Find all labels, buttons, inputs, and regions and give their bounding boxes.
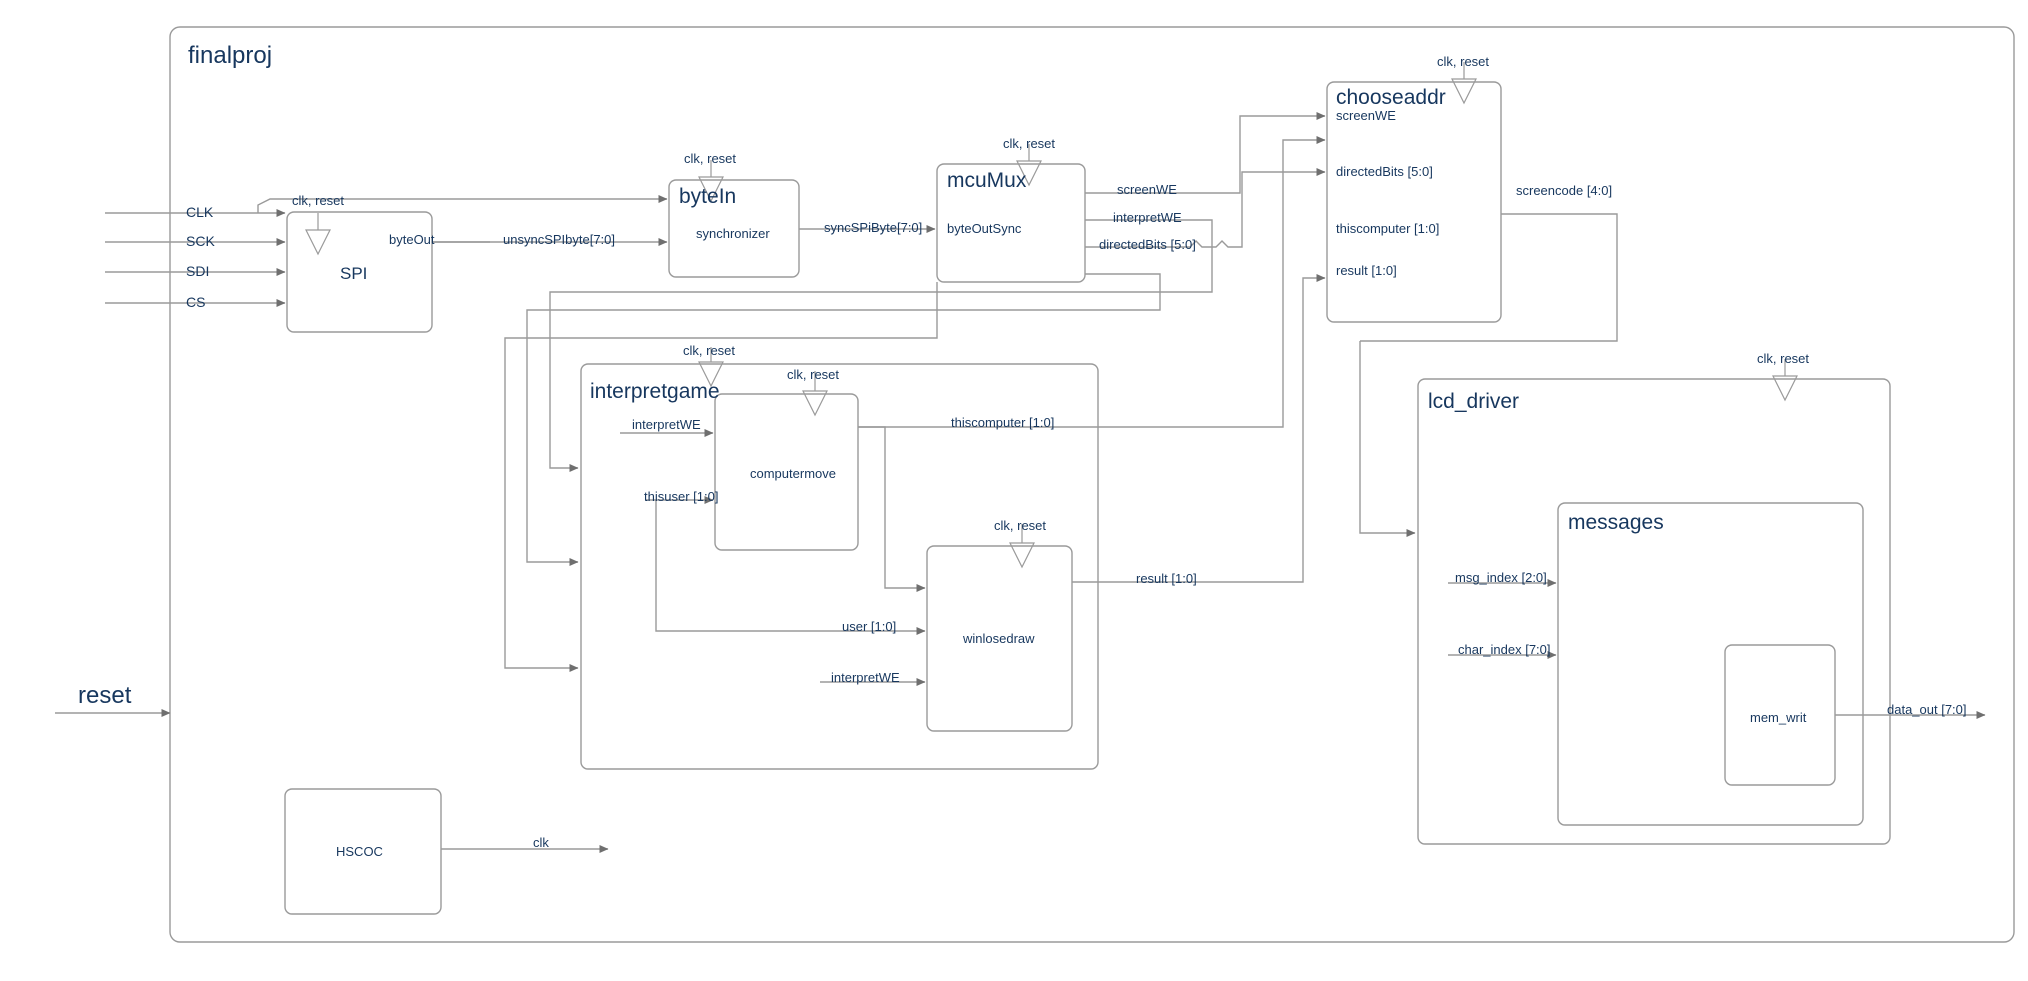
signal-directedbits-out: directedBits [5:0] xyxy=(1099,237,1196,252)
signal-interpretwe-out: interpretWE xyxy=(1113,210,1182,225)
signal-unsyncspibyte: unsyncSPIbyte[7:0] xyxy=(503,232,616,247)
bytein-clock-label: clk, reset xyxy=(684,151,737,166)
mcumux-block-title: mcuMux xyxy=(947,169,1027,192)
messages-box xyxy=(1557,502,1864,826)
screencode-route xyxy=(1360,213,1618,342)
lcd-driver-box xyxy=(1417,378,1891,845)
mem-writ-block-label: mem_writ xyxy=(1750,710,1807,725)
lcd-driver-clock-label: clk, reset xyxy=(1757,351,1810,366)
input-label-reset: reset xyxy=(78,682,132,709)
winlosedraw-box xyxy=(926,545,1073,732)
computermove-clock-label: clk, reset xyxy=(787,367,840,382)
finalproj-boundary xyxy=(169,26,2015,943)
chooseaddr-port-thiscomputer: thiscomputer [1:0] xyxy=(1336,221,1440,236)
wire-mcumux-fb1 xyxy=(526,273,1161,566)
hscoc-box xyxy=(284,788,442,915)
lcd-driver-block-title: lcd_driver xyxy=(1428,390,1520,413)
chooseaddr-port-directedbits: directedBits [5:0] xyxy=(1336,164,1433,179)
signal-thisuser: thisuser [1:0] xyxy=(644,489,719,504)
signal-screencode: screencode [4:0] xyxy=(1516,183,1613,198)
chooseaddr-port-screenwe: screenWE xyxy=(1336,108,1396,123)
chooseaddr-port-result: result [1:0] xyxy=(1336,263,1397,278)
signal-msg-index: msg_index [2:0] xyxy=(1455,570,1547,585)
interpretgame-block-title: interpretgame xyxy=(590,380,720,403)
messages-block-title: messages xyxy=(1568,511,1664,534)
signal-data-out: data_out [7:0] xyxy=(1887,702,1967,717)
winlosedraw-clock-label: clk, reset xyxy=(994,518,1047,533)
input-label-sck: SCK xyxy=(186,233,215,249)
signal-thiscomputer: thiscomputer [1:0] xyxy=(951,415,1055,430)
wire-screenwe xyxy=(1085,112,1326,194)
signal-interpretwe-cm: interpretWE xyxy=(632,417,701,432)
input-label-clk: CLK xyxy=(186,204,214,220)
signal-user: user [1:0] xyxy=(842,619,897,634)
computermove-box xyxy=(714,393,859,551)
wire-mcumux-fb2 xyxy=(504,282,938,672)
wire-screencode-lcd xyxy=(1359,341,1416,537)
wire-computermove-winlosedraw xyxy=(858,426,926,592)
signal-interpretwe-wld: interpretWE xyxy=(831,670,900,685)
mcumux-box xyxy=(936,163,1086,283)
spi-clock-label: clk, reset xyxy=(292,193,345,208)
mcumux-byteoutsync-port: byteOutSync xyxy=(947,221,1022,236)
input-label-sdi: SDI xyxy=(186,263,210,279)
signal-char-index: char_index [7:0] xyxy=(1458,642,1551,657)
wire-thiscomputer-to-chooseaddr xyxy=(858,136,1326,428)
wire-clkreset-bytein xyxy=(257,195,668,213)
computermove-block-label: computermove xyxy=(750,466,836,481)
spi-byteout-port: byteOut xyxy=(389,232,435,247)
wire-user xyxy=(655,500,926,635)
wire-interpretwe-a xyxy=(1085,219,1213,293)
input-label-cs: CS xyxy=(186,294,206,310)
wire-interpretwe-b xyxy=(549,291,1190,472)
hscoc-block-label: HSCOC xyxy=(336,844,383,859)
signal-screenwe-out: screenWE xyxy=(1117,182,1177,197)
signal-result: result [1:0] xyxy=(1136,571,1197,586)
mcumux-clock-label: clk, reset xyxy=(1003,136,1056,151)
chooseaddr-block-title: chooseaddr xyxy=(1336,86,1446,109)
interpretgame-box xyxy=(580,363,1099,770)
spi-block-label: SPI xyxy=(340,264,368,283)
spi-box xyxy=(286,211,433,333)
bytein-sub-label: synchronizer xyxy=(696,226,770,241)
interpretgame-clock-label: clk, reset xyxy=(683,343,736,358)
page-title: finalproj xyxy=(188,42,273,69)
wire-result xyxy=(1072,274,1326,583)
signal-syncspibyte: syncSPiByte[7:0] xyxy=(824,220,923,235)
wire-directedbits xyxy=(1085,168,1326,248)
chooseaddr-box xyxy=(1326,81,1502,323)
chooseaddr-clock-label: clk, reset xyxy=(1437,54,1490,69)
signal-clk-out: clk xyxy=(533,835,549,850)
winlosedraw-block-label: winlosedraw xyxy=(963,631,1035,646)
bytein-block-title: byteIn xyxy=(679,185,737,208)
